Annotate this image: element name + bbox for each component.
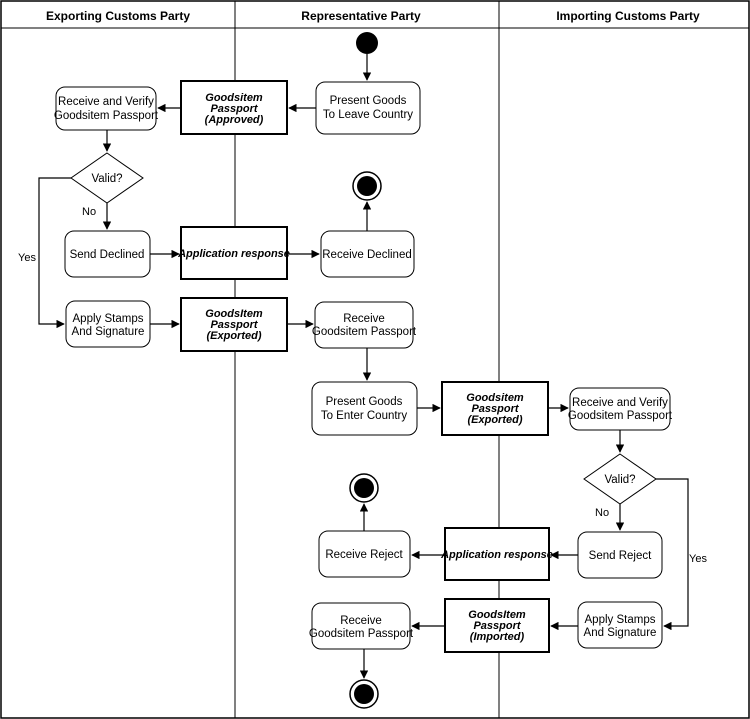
guard-yes-export: Yes bbox=[18, 252, 36, 264]
object-application-response-1: Application response bbox=[177, 226, 290, 280]
flow-edges bbox=[38, 54, 689, 679]
lane-header-exporting: Exporting Customs Party bbox=[46, 9, 190, 23]
end-node-imported bbox=[349, 679, 379, 709]
action-receive-reject: Receive Reject bbox=[318, 530, 411, 578]
svg-text:Valid?: Valid? bbox=[91, 173, 122, 185]
action-send-reject: Send Reject bbox=[577, 531, 663, 579]
guard-no-import: No bbox=[595, 507, 609, 519]
end-node-rejected bbox=[349, 473, 379, 503]
edge bbox=[656, 478, 689, 631]
svg-text:Send Reject: Send Reject bbox=[589, 550, 652, 562]
guard-no-export: No bbox=[82, 206, 96, 218]
svg-text:Receive Declined: Receive Declined bbox=[322, 249, 412, 261]
object-application-response-2: Application response bbox=[440, 527, 553, 581]
end-node-declined bbox=[352, 171, 382, 201]
svg-text:Application response: Application response bbox=[440, 549, 553, 561]
action-send-declined: Send Declined bbox=[64, 230, 151, 278]
guard-yes-import: Yes bbox=[689, 553, 707, 565]
lane-header-representative: Representative Party bbox=[301, 9, 421, 23]
svg-text:Receive Reject: Receive Reject bbox=[325, 549, 403, 561]
action-receive-declined: Receive Declined bbox=[320, 230, 415, 278]
svg-text:Send Declined: Send Declined bbox=[70, 249, 145, 261]
lane-header-importing: Importing Customs Party bbox=[556, 9, 700, 23]
decision-valid-import: Valid? bbox=[583, 453, 657, 505]
svg-text:Application response: Application response bbox=[177, 248, 290, 260]
decision-valid-export: Valid? bbox=[70, 152, 144, 204]
svg-text:Valid?: Valid? bbox=[604, 474, 635, 486]
start-node bbox=[356, 32, 378, 54]
edge bbox=[38, 177, 71, 329]
